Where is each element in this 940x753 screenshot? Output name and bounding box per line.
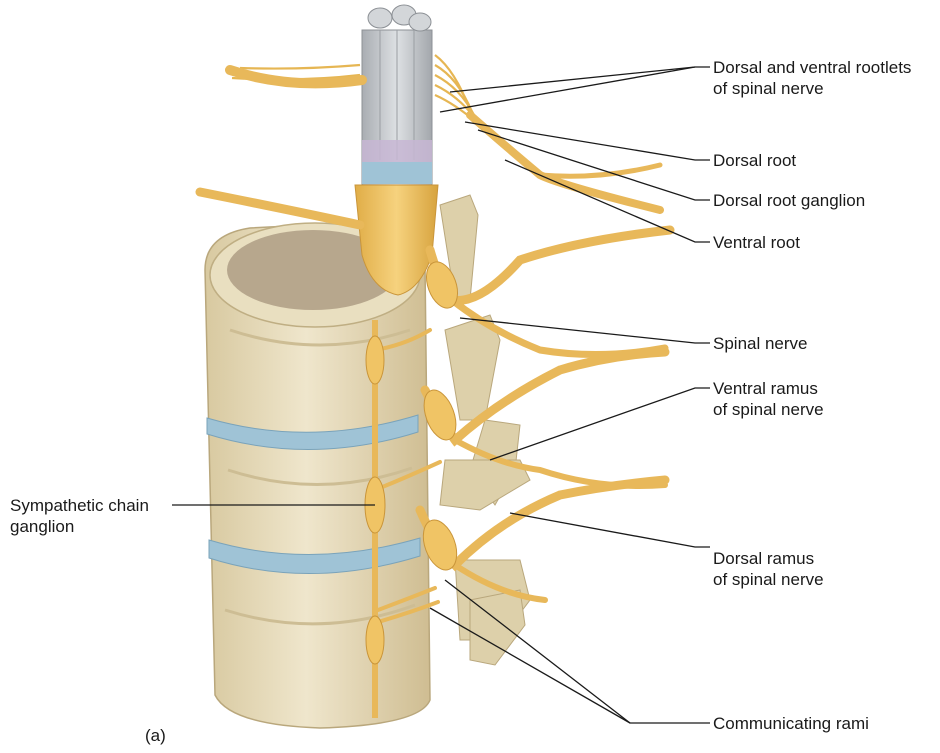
vertebral-column [205, 222, 430, 728]
rootlets [232, 55, 476, 122]
panel-label: (a) [145, 725, 166, 746]
label-dorsal-ramus-line2: of spinal nerve [713, 569, 824, 590]
label-rootlets: Dorsal and ventral rootlets of spinal ne… [713, 57, 911, 99]
label-sympathetic-line2: ganglion [10, 516, 149, 537]
label-spinal-nerve: Spinal nerve [713, 333, 808, 354]
label-dorsal-ramus-line1: Dorsal ramus [713, 548, 824, 569]
label-ventral-root: Ventral root [713, 232, 800, 253]
label-sympathetic-line1: Sympathetic chain [10, 495, 149, 516]
label-dorsal-ramus: Dorsal ramus of spinal nerve [713, 548, 824, 590]
spinal-cord [355, 5, 438, 295]
label-rootlets-line2: of spinal nerve [713, 78, 911, 99]
label-ventral-ramus: Ventral ramus of spinal nerve [713, 378, 824, 420]
label-ventral-ramus-line1: Ventral ramus [713, 378, 824, 399]
label-ventral-ramus-line2: of spinal nerve [713, 399, 824, 420]
label-dorsal-root-ganglion: Dorsal root ganglion [713, 190, 865, 211]
label-rootlets-line1: Dorsal and ventral rootlets [713, 57, 911, 78]
label-dorsal-root: Dorsal root [713, 150, 796, 171]
label-sympathetic-ganglion: Sympathetic chain ganglion [10, 495, 149, 537]
label-communicating-rami: Communicating rami [713, 713, 869, 734]
